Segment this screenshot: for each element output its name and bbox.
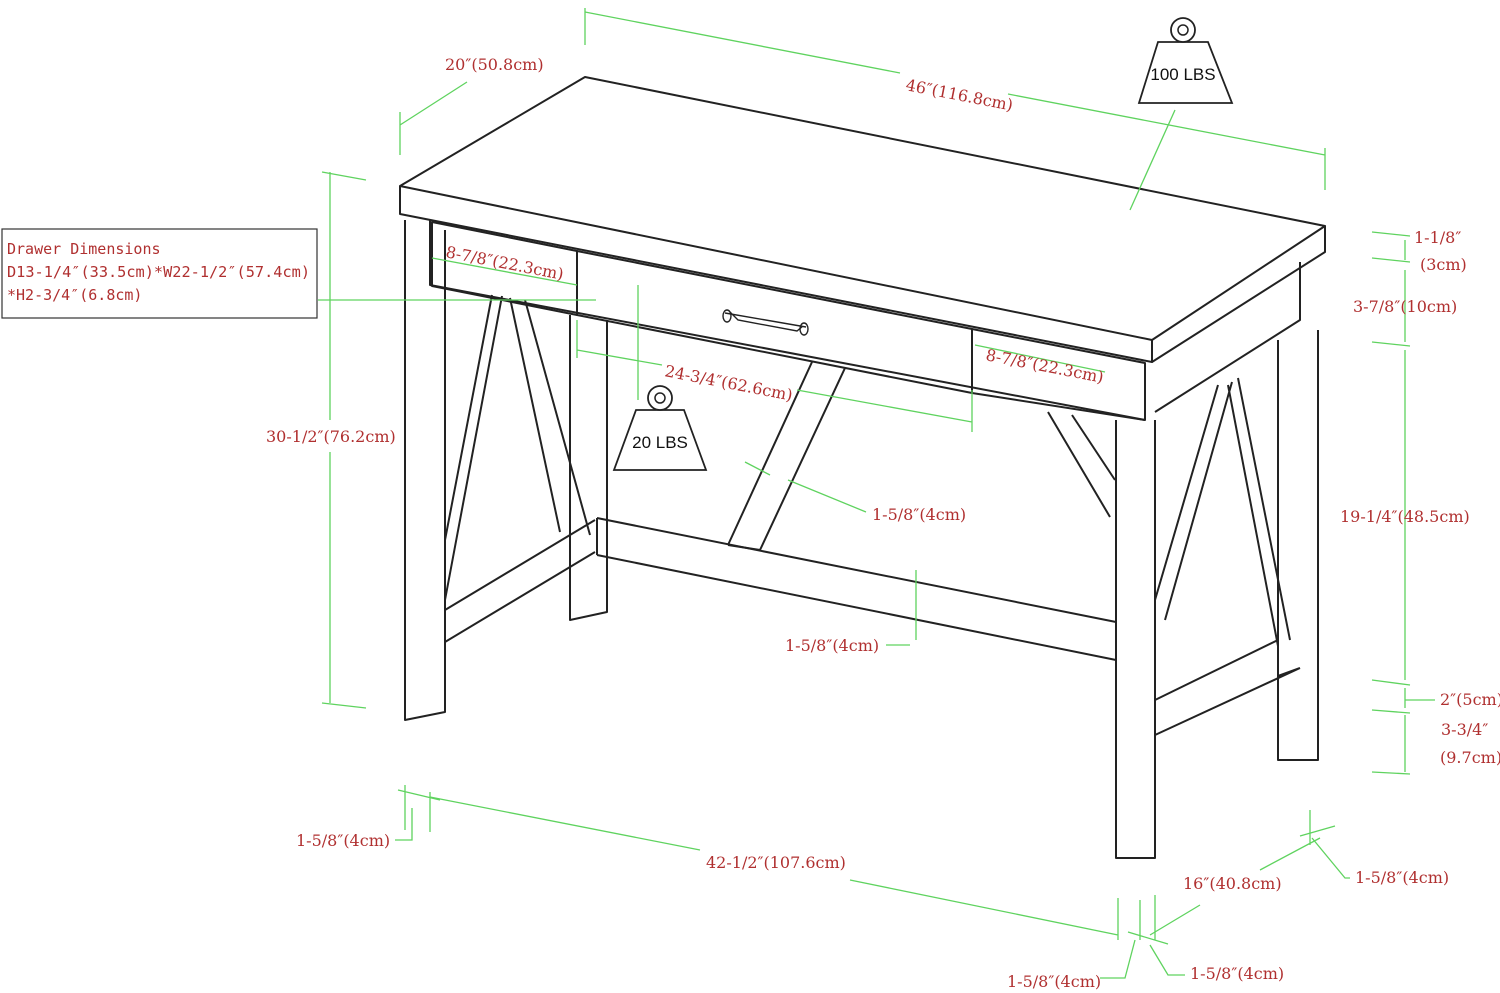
label-leg-front-left: 1-5/8″(4cm) <box>1007 972 1101 991</box>
dim-line-height <box>321 171 367 709</box>
weight-body-drawer <box>612 409 708 471</box>
label-brace-width: 1-5/8″(4cm) <box>872 505 966 524</box>
weight-icon-top: 100 LBS <box>1137 17 1234 104</box>
dimension-lines <box>318 8 1435 979</box>
leg-back-left <box>569 315 608 621</box>
right-side-apron <box>1154 262 1301 413</box>
weight-ring-top-hole <box>1177 24 1189 36</box>
label-apron-height: 3-7/8″(10cm) <box>1353 297 1457 316</box>
label-inner-depth: 16″(40.8cm) <box>1183 874 1282 893</box>
front-apron <box>429 220 1146 421</box>
drawer-dimensions-box: Drawer Dimensions D13-1/4″(33.5cm)*W22-1… <box>1 228 318 319</box>
dim-line-leg-right-side <box>1299 825 1350 879</box>
dim-line-width-top <box>584 11 1326 190</box>
center-right-brace <box>1047 411 1116 518</box>
label-top-thickness-a: 1-1/8″ <box>1414 228 1461 247</box>
dim-line-brace <box>744 461 867 513</box>
dim-line-depth-top <box>399 8 586 155</box>
dim-line-leg-front <box>1100 895 1185 979</box>
drawer-right-front <box>971 328 1146 421</box>
label-leg-front-right: 1-5/8″(4cm) <box>1190 964 1284 983</box>
drawer-box-title: Drawer Dimensions <box>7 240 161 258</box>
dim-line-inner-depth <box>1149 810 1321 936</box>
label-drawer-left: 8-7/8″(22.3cm) <box>444 242 565 283</box>
dim-line-drawer-left <box>431 257 578 286</box>
leg-back-right <box>1277 330 1319 761</box>
drawer-box-line2: *H2-3/4″(6.8cm) <box>7 286 142 304</box>
label-leg-clearance: 19-1/4″(48.5cm) <box>1340 507 1470 526</box>
dim-line-drawer-center <box>576 320 973 432</box>
left-v-brace <box>444 294 591 601</box>
drawer-handle <box>724 311 807 332</box>
drawer-center-front <box>576 250 973 394</box>
label-bottom-rail: 2″(5cm) <box>1440 690 1500 709</box>
dim-line-stretcher <box>886 570 917 646</box>
front-stretcher <box>596 517 1117 661</box>
weight-ring-drawer-hole <box>654 392 666 404</box>
label-height-total: 30-1/2″(76.2cm) <box>266 427 396 446</box>
drawer-box-line1: D13-1/4″(33.5cm)*W22-1/2″(57.4cm) <box>7 263 310 281</box>
leg-front-left <box>404 220 446 721</box>
desktop-front-edge <box>399 186 1153 363</box>
label-top-thickness-b: (3cm) <box>1420 255 1467 274</box>
desk-outline <box>399 76 1326 859</box>
desktop-right-edge <box>1151 226 1326 363</box>
drawer-box-frame <box>1 228 318 319</box>
handle-knob-right <box>799 322 809 336</box>
label-width-top: 46″(116.8cm) <box>904 75 1014 114</box>
label-inner-width: 42-1/2″(107.6cm) <box>706 853 846 872</box>
label-foot-height-a: 3-3/4″ <box>1441 720 1488 739</box>
weight-label-drawer: 20 LBS <box>632 433 688 452</box>
dim-line-drawer-right <box>974 344 1106 373</box>
leg-front-right <box>1115 420 1156 859</box>
right-side-rail <box>1154 639 1301 736</box>
dim-line-leg-left <box>395 785 441 841</box>
label-stretcher-width: 1-5/8″(4cm) <box>785 636 879 655</box>
label-foot-height-b: (9.7cm) <box>1440 748 1500 767</box>
dim-line-weight-top <box>1129 109 1176 211</box>
weight-body-top <box>1137 41 1234 104</box>
weight-icon-drawer: 20 LBS <box>612 385 708 471</box>
handle-knob-left <box>722 309 732 323</box>
label-drawer-center: 24-3/4″(62.6cm) <box>663 361 794 404</box>
label-leg-right-side: 1-5/8″(4cm) <box>1355 868 1449 887</box>
dim-line-right-stack <box>1371 231 1435 775</box>
dim-line-inner-width <box>429 796 1119 940</box>
dimension-labels: 20″(50.8cm) 46″(116.8cm) 30-1/2″(76.2cm)… <box>266 55 1500 991</box>
label-leg-left: 1-5/8″(4cm) <box>296 831 390 850</box>
label-depth-top: 20″(50.8cm) <box>445 55 544 74</box>
left-side-rail <box>444 519 596 643</box>
weight-label-top: 100 LBS <box>1150 65 1215 84</box>
right-v-brace <box>1154 377 1291 647</box>
